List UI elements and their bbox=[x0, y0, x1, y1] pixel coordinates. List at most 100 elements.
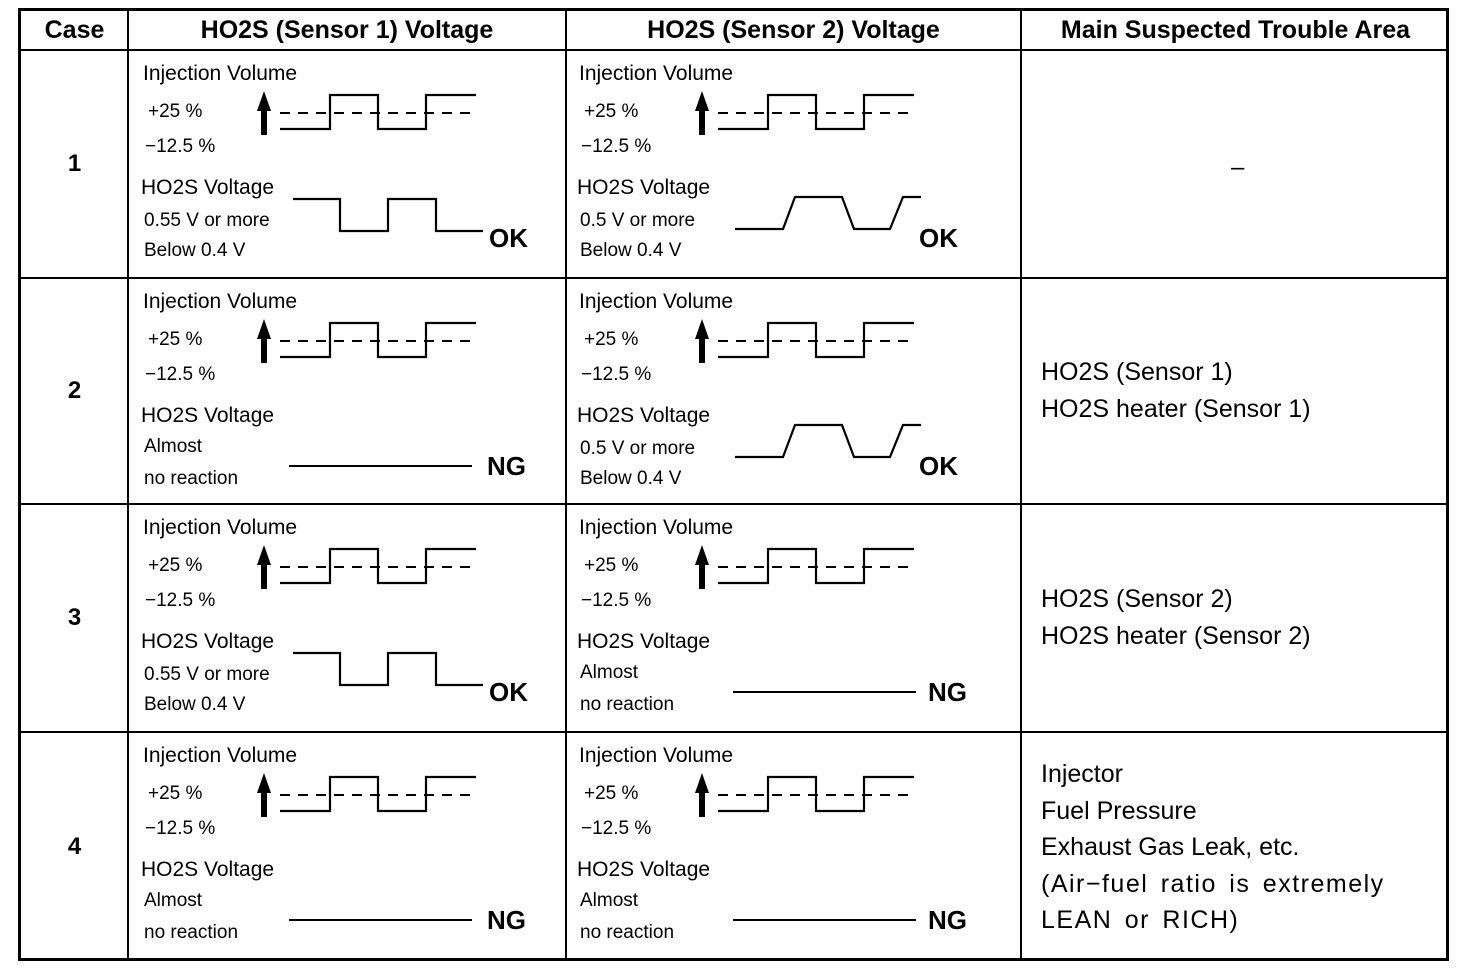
trouble-area-item: LEAN or RICH) bbox=[1041, 906, 1240, 934]
ho2s-voltage-label: HO2S Voltage bbox=[141, 630, 275, 653]
up-arrow-icon bbox=[695, 319, 709, 363]
injection-waveform bbox=[257, 773, 476, 817]
injection-square-wave bbox=[718, 547, 914, 585]
diagnosis-table: Case HO2S (Sensor 1) Voltage HO2S (Senso… bbox=[18, 8, 1449, 961]
injection-waveform bbox=[257, 91, 476, 135]
header-trouble-area: Main Suspected Trouble Area bbox=[1060, 16, 1411, 44]
no-reaction-label: no reaction bbox=[580, 922, 675, 943]
case-number: 4 bbox=[67, 833, 82, 860]
injection-high-label: +25 % bbox=[148, 101, 203, 122]
trouble-area-item: Injector bbox=[1041, 760, 1123, 788]
sensor1-cell: Injection Volume+25 %−12.5 %HO2S Voltage… bbox=[129, 279, 565, 503]
ho2s-voltage-label: HO2S Voltage bbox=[577, 176, 711, 199]
injection-low-label: −12.5 % bbox=[581, 590, 652, 611]
result-ok-badge: OK bbox=[489, 223, 528, 253]
trouble-area-item: (Air−fuel ratio is extremely bbox=[1041, 869, 1385, 898]
almost-label: Almost bbox=[144, 436, 203, 457]
ho2s-voltage-label: HO2S Voltage bbox=[141, 176, 275, 199]
injection-high-label: +25 % bbox=[584, 101, 639, 122]
almost-label: Almost bbox=[580, 890, 639, 911]
no-reaction-label: no reaction bbox=[144, 468, 239, 489]
voltage-flat-line bbox=[289, 465, 472, 467]
injection-high-label: +25 % bbox=[148, 329, 203, 350]
sensor2-cell: Injection Volume+25 %−12.5 %HO2S Voltage… bbox=[567, 279, 1020, 503]
injection-volume-label: Injection Volume bbox=[143, 744, 298, 767]
rich-threshold-label: 0.5 V or more bbox=[580, 210, 696, 231]
injection-low-label: −12.5 % bbox=[145, 136, 216, 157]
voltage-flat-line bbox=[733, 919, 916, 921]
trouble-area-item: HO2S heater (Sensor 2) bbox=[1041, 621, 1311, 650]
column-divider bbox=[565, 11, 567, 958]
injection-volume-label: Injection Volume bbox=[143, 62, 298, 85]
trouble-area-item: Fuel Pressure bbox=[1041, 796, 1197, 825]
sensor2-cell: Injection Volume +25 % −12.5 % HO2S Voltage… bbox=[567, 733, 1020, 961]
up-arrow-icon bbox=[695, 545, 709, 589]
row-divider bbox=[21, 277, 1446, 279]
injection-waveform bbox=[695, 319, 914, 363]
injection-low-label: −12.5 % bbox=[145, 818, 216, 839]
injection-low-label: −12.5 % bbox=[145, 590, 216, 611]
ho2s-voltage-label: HO2S Voltage bbox=[577, 858, 711, 881]
voltage-trapezoid-line bbox=[735, 423, 921, 459]
injection-square-wave bbox=[718, 775, 914, 813]
header-sensor1: HO2S (Sensor 1) Voltage bbox=[200, 16, 494, 44]
injection-volume-label: Injection Volume bbox=[579, 290, 734, 313]
injection-waveform bbox=[695, 545, 914, 589]
lean-threshold-label: Below 0.4 V bbox=[144, 694, 246, 715]
rich-threshold-label: 0.55 V or more bbox=[144, 664, 270, 685]
injection-high-label: +25 % bbox=[584, 329, 639, 350]
injection-waveform bbox=[257, 545, 476, 589]
ho2s-voltage-label: HO2S Voltage bbox=[141, 404, 275, 427]
trouble-area-item: HO2S (Sensor 2) bbox=[1041, 585, 1233, 613]
injection-high-label: +25 % bbox=[148, 555, 203, 576]
lean-threshold-label: Below 0.4 V bbox=[580, 468, 682, 489]
ho2s-voltage-label: HO2S Voltage bbox=[577, 630, 711, 653]
header-case: Case bbox=[44, 16, 105, 44]
injection-waveform bbox=[695, 773, 914, 817]
up-arrow-icon bbox=[257, 545, 271, 589]
up-arrow-icon bbox=[695, 91, 709, 135]
injection-low-label: −12.5 % bbox=[581, 818, 652, 839]
sensor1-cell: Injection Volume +25 % −12.5 % HO2S Voltage… bbox=[129, 505, 565, 731]
up-arrow-icon bbox=[695, 773, 709, 817]
result-ok-badge: OK bbox=[489, 677, 528, 707]
injection-waveform bbox=[257, 319, 476, 363]
injection-volume-label: Injection Volume bbox=[143, 516, 298, 539]
result-ng-badge: NG bbox=[487, 905, 526, 935]
rich-threshold-label: 0.5 V or more bbox=[580, 438, 696, 459]
injection-square-wave bbox=[280, 775, 476, 813]
trouble-area-none: – bbox=[1231, 154, 1245, 181]
injection-high-label: +25 % bbox=[584, 555, 639, 576]
voltage-square-wave bbox=[293, 197, 483, 233]
injection-volume-label: Injection Volume bbox=[579, 516, 734, 539]
injection-volume-label: Injection Volume bbox=[579, 62, 734, 85]
column-divider bbox=[127, 11, 129, 958]
case-number: 1 bbox=[67, 150, 82, 177]
sensor1-cell: Injection Volume+25 %−12.5 %HO2S Voltage… bbox=[129, 733, 565, 961]
injection-square-wave bbox=[718, 321, 914, 359]
result-ok-badge: OK bbox=[919, 451, 958, 481]
injection-volume-label: Injection Volume bbox=[579, 744, 734, 767]
trouble-area-list: HO2S (Sensor 1) HO2S heater (Sensor 1) bbox=[1041, 354, 1311, 427]
voltage-square-line bbox=[293, 651, 483, 687]
voltage-trapezoid-wave bbox=[735, 195, 921, 231]
voltage-flat-line bbox=[289, 919, 472, 921]
result-ng-badge: NG bbox=[487, 451, 526, 481]
lean-threshold-label: Below 0.4 V bbox=[580, 240, 682, 261]
voltage-square-line bbox=[293, 197, 483, 233]
voltage-trapezoid-line bbox=[735, 195, 921, 231]
trouble-area-item: HO2S (Sensor 1) bbox=[1041, 358, 1233, 386]
ho2s-voltage-label: HO2S Voltage bbox=[141, 858, 275, 881]
no-reaction-label: no reaction bbox=[144, 922, 239, 943]
row-divider bbox=[21, 731, 1446, 733]
lean-threshold-label: Below 0.4 V bbox=[144, 240, 246, 261]
result-ok-badge: OK bbox=[919, 223, 958, 253]
injection-volume-label: Injection Volume bbox=[143, 290, 298, 313]
up-arrow-icon bbox=[257, 91, 271, 135]
almost-label: Almost bbox=[144, 890, 203, 911]
sensor2-cell: Injection Volume +25 % −12.5 % HO2S Voltage… bbox=[567, 51, 1020, 277]
trouble-area-item: HO2S heater (Sensor 1) bbox=[1041, 394, 1311, 423]
injection-high-label: +25 % bbox=[584, 783, 639, 804]
injection-low-label: −12.5 % bbox=[581, 136, 652, 157]
